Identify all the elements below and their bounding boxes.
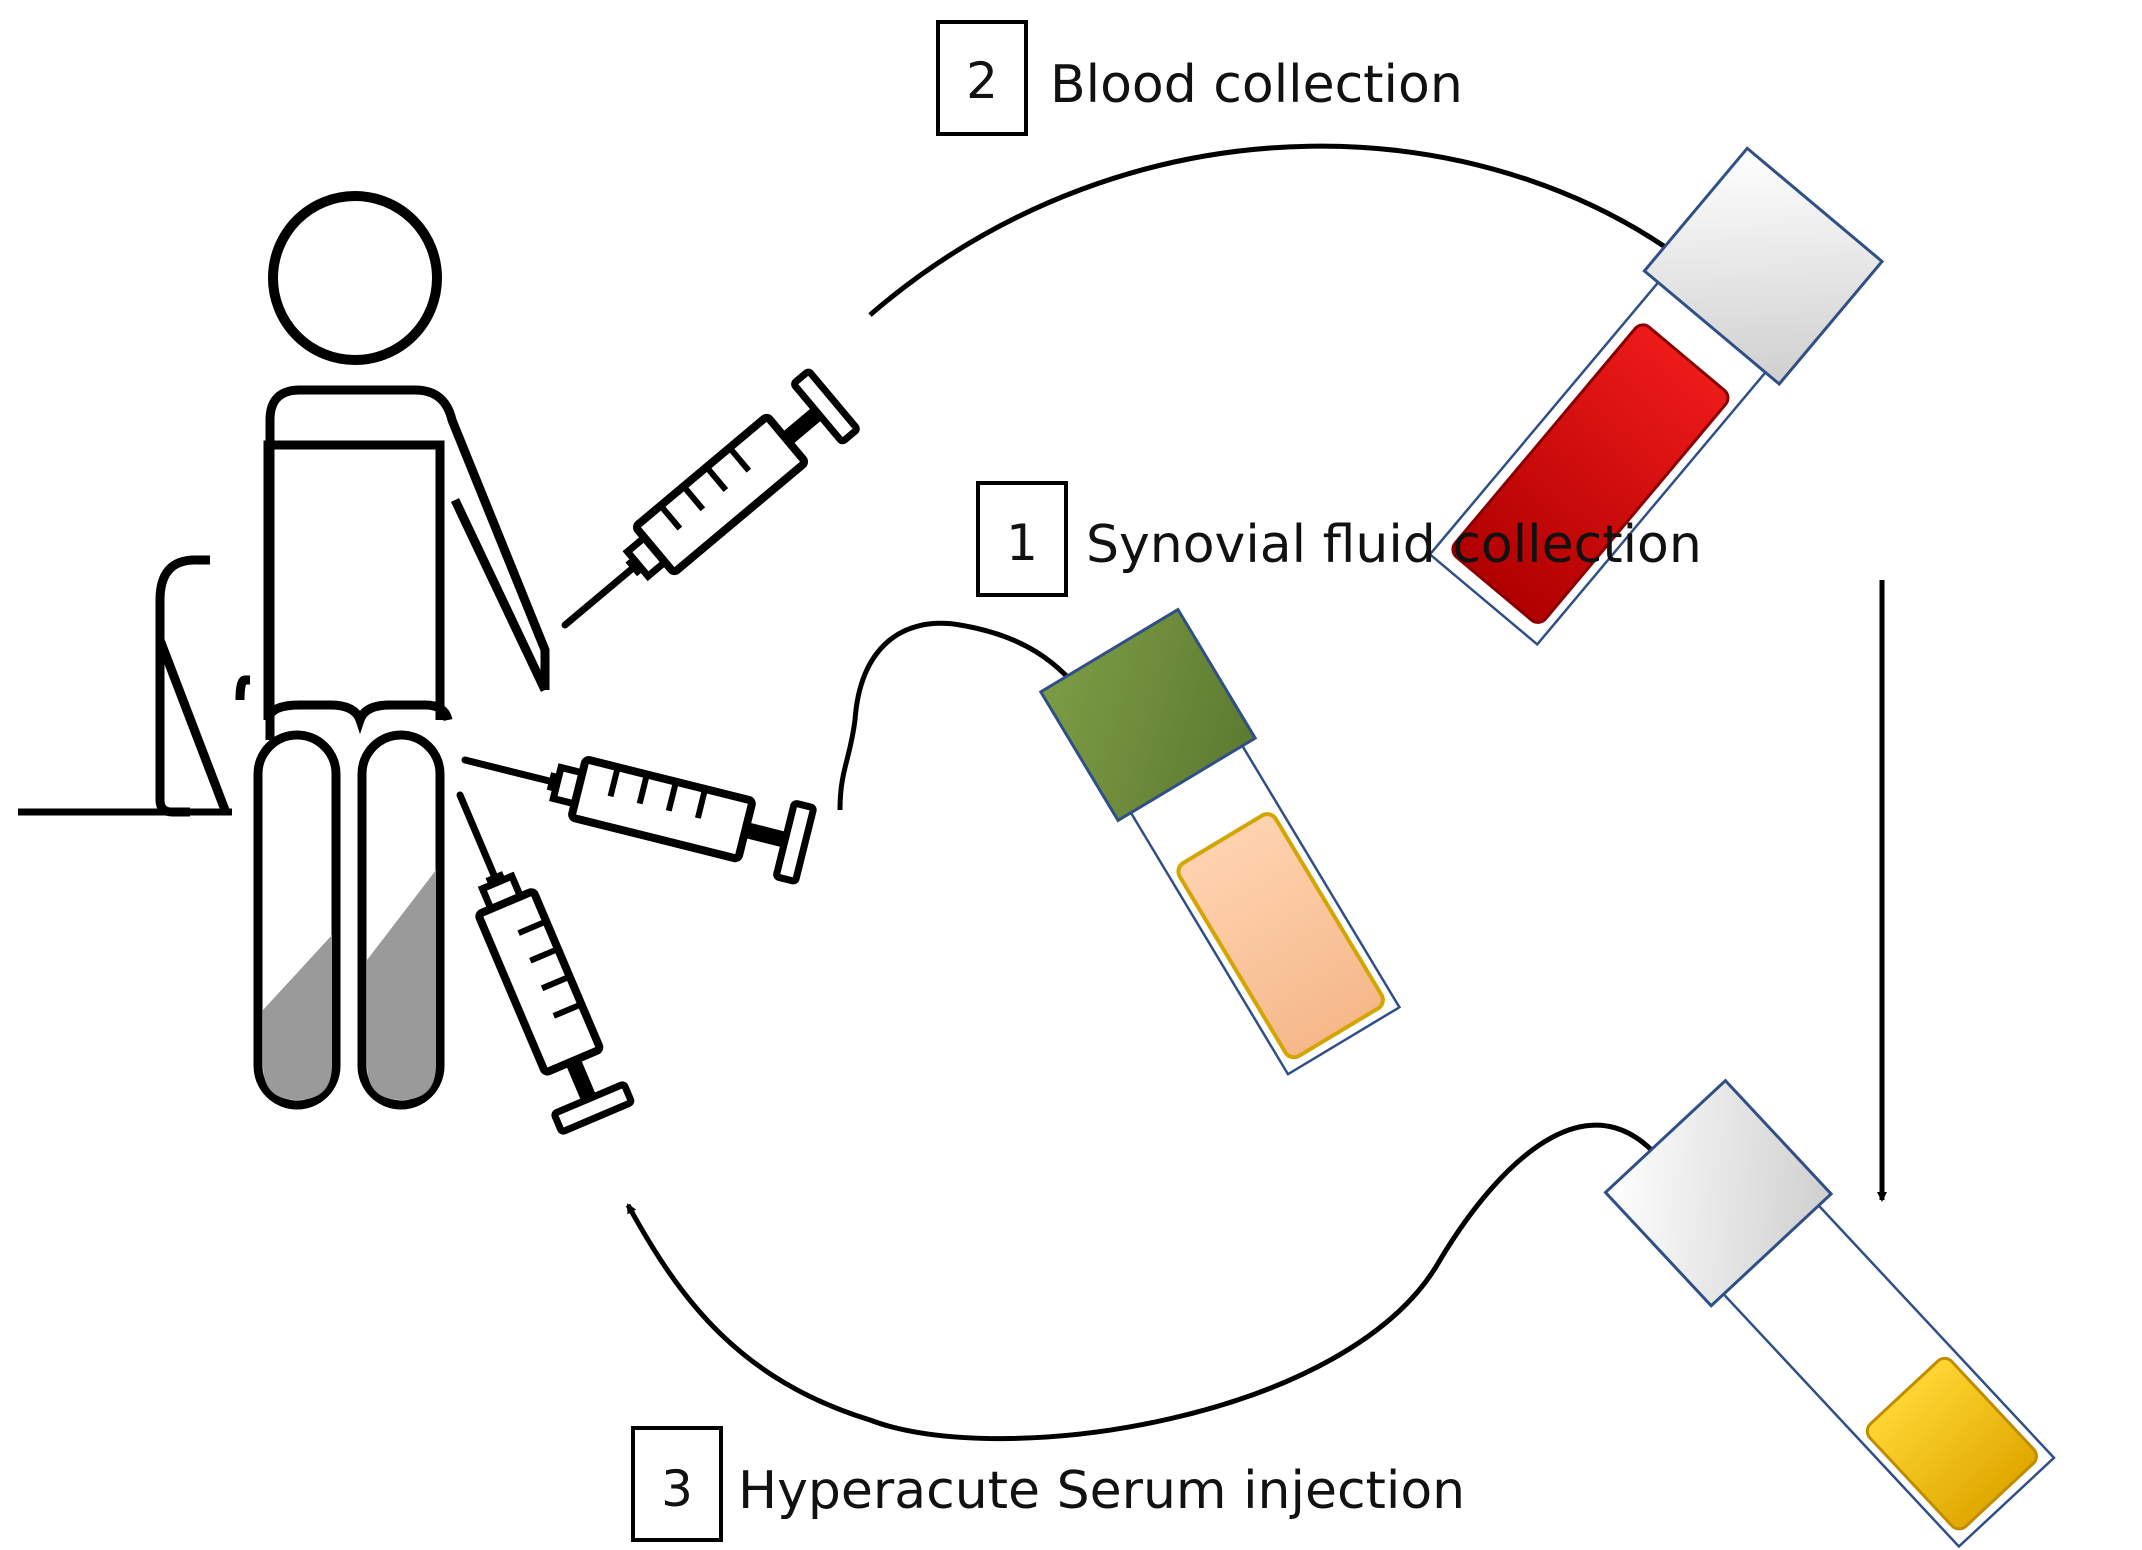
step-2-text: Blood collection	[1050, 55, 1463, 115]
synovial-fluid-tube-icon	[1038, 607, 1402, 1076]
blood-tube-icon	[1428, 146, 1885, 647]
step-3-label: 3 Hyperacute Serum injection	[631, 1426, 1465, 1542]
step-1-text: Synovial fluid collection	[1086, 515, 1702, 575]
arrow-blood-collection	[868, 143, 1717, 317]
step-1-label: 1 Synovial fluid collection	[976, 481, 1702, 597]
step-1-number-box	[976, 481, 1068, 597]
serum-tube-icon	[1603, 1078, 2056, 1549]
step-1-number: 1	[1006, 514, 1038, 572]
step-2-label: 2 Blood collection	[936, 20, 1463, 136]
syringe-injection-icon	[425, 780, 632, 1132]
step-2-number: 2	[966, 52, 998, 110]
step-3-number: 3	[661, 1460, 693, 1518]
step-3-text: Hyperacute Serum injection	[738, 1461, 1465, 1521]
patient-figure-icon	[155, 191, 550, 1110]
arrow-serum-injection	[625, 1122, 1678, 1442]
step-2-number-box	[936, 20, 1028, 136]
syringe-blood-collection-icon	[541, 371, 858, 654]
arrow-synovial-collection	[837, 620, 1093, 811]
step-3-number-box	[631, 1426, 723, 1542]
syringe-synovial-collection-icon	[456, 723, 814, 881]
